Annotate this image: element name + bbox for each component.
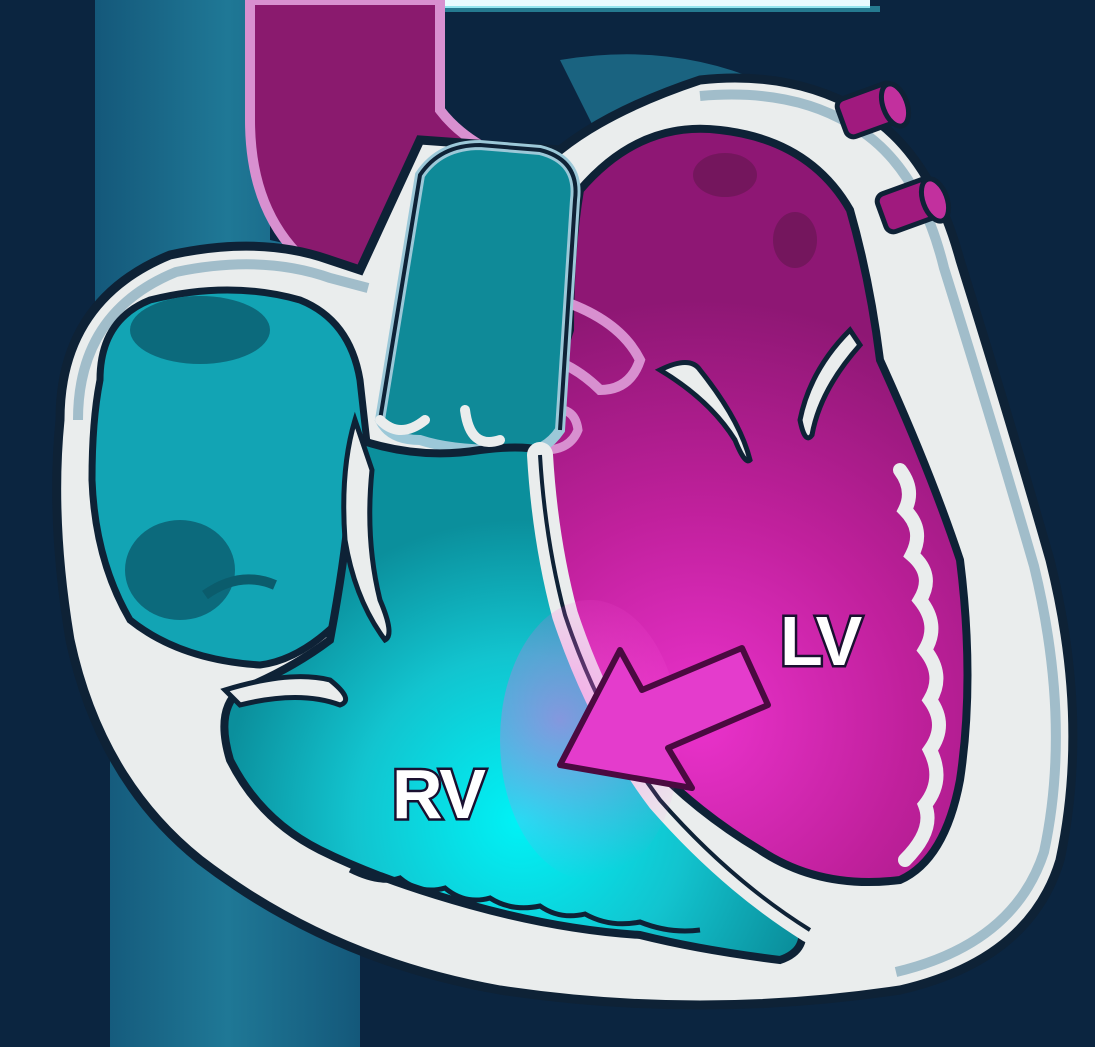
label-left-ventricle: LV — [780, 602, 863, 680]
coronary-sinus-opening — [125, 520, 235, 620]
vena-cava-opening — [130, 296, 270, 364]
pulmonary-vein-opening — [773, 212, 817, 268]
label-right-ventricle: RV — [392, 755, 486, 833]
pulmonary-vein-opening — [693, 153, 757, 197]
